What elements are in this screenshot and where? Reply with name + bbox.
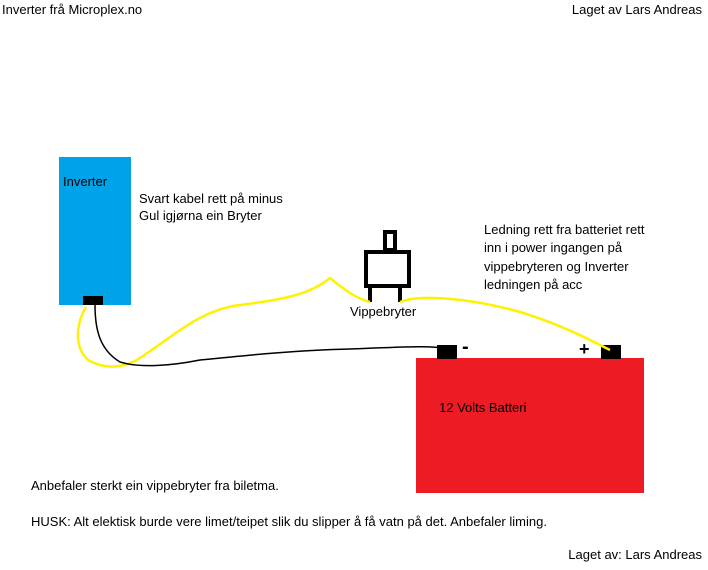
minus-sign: - bbox=[462, 336, 469, 358]
inverter-note-line1: Svart kabel rett på minus bbox=[139, 191, 283, 206]
wiring-note-line4: ledningen på acc bbox=[484, 277, 583, 292]
recommendation-text: Anbefaler sterkt ein vippebryter fra bil… bbox=[31, 478, 279, 493]
positive-wire bbox=[76, 276, 611, 368]
wiring-note-line3: vippebryteren og Inverter bbox=[484, 259, 629, 274]
inverter-connector bbox=[83, 296, 103, 305]
toggle-switch-icon bbox=[364, 230, 411, 302]
wiring-note-line1: Ledning rett fra batteriet rett bbox=[484, 222, 645, 237]
plus-sign: + bbox=[579, 339, 590, 359]
inverter-label: Inverter bbox=[63, 174, 108, 189]
header-credit: Laget av Lars Andreas bbox=[571, 2, 702, 17]
reminder-text: HUSK: Alt elektisk burde vere limet/teip… bbox=[31, 514, 547, 529]
inverter-box: Inverter bbox=[59, 157, 131, 305]
battery-label: 12 Volts Batteri bbox=[439, 400, 527, 415]
wiring-note-line2: inn i power ingangen på bbox=[484, 240, 623, 255]
header-title: Inverter frå Microplex.no bbox=[2, 2, 143, 17]
battery: 12 Volts Batteri bbox=[416, 358, 644, 493]
negative-wire bbox=[94, 304, 448, 367]
inverter-note-line2: Gul igjørna ein Bryter bbox=[139, 208, 262, 223]
switch-label: Vippebryter bbox=[350, 304, 417, 319]
footer-credit: Laget av: Lars Andreas bbox=[568, 547, 702, 562]
